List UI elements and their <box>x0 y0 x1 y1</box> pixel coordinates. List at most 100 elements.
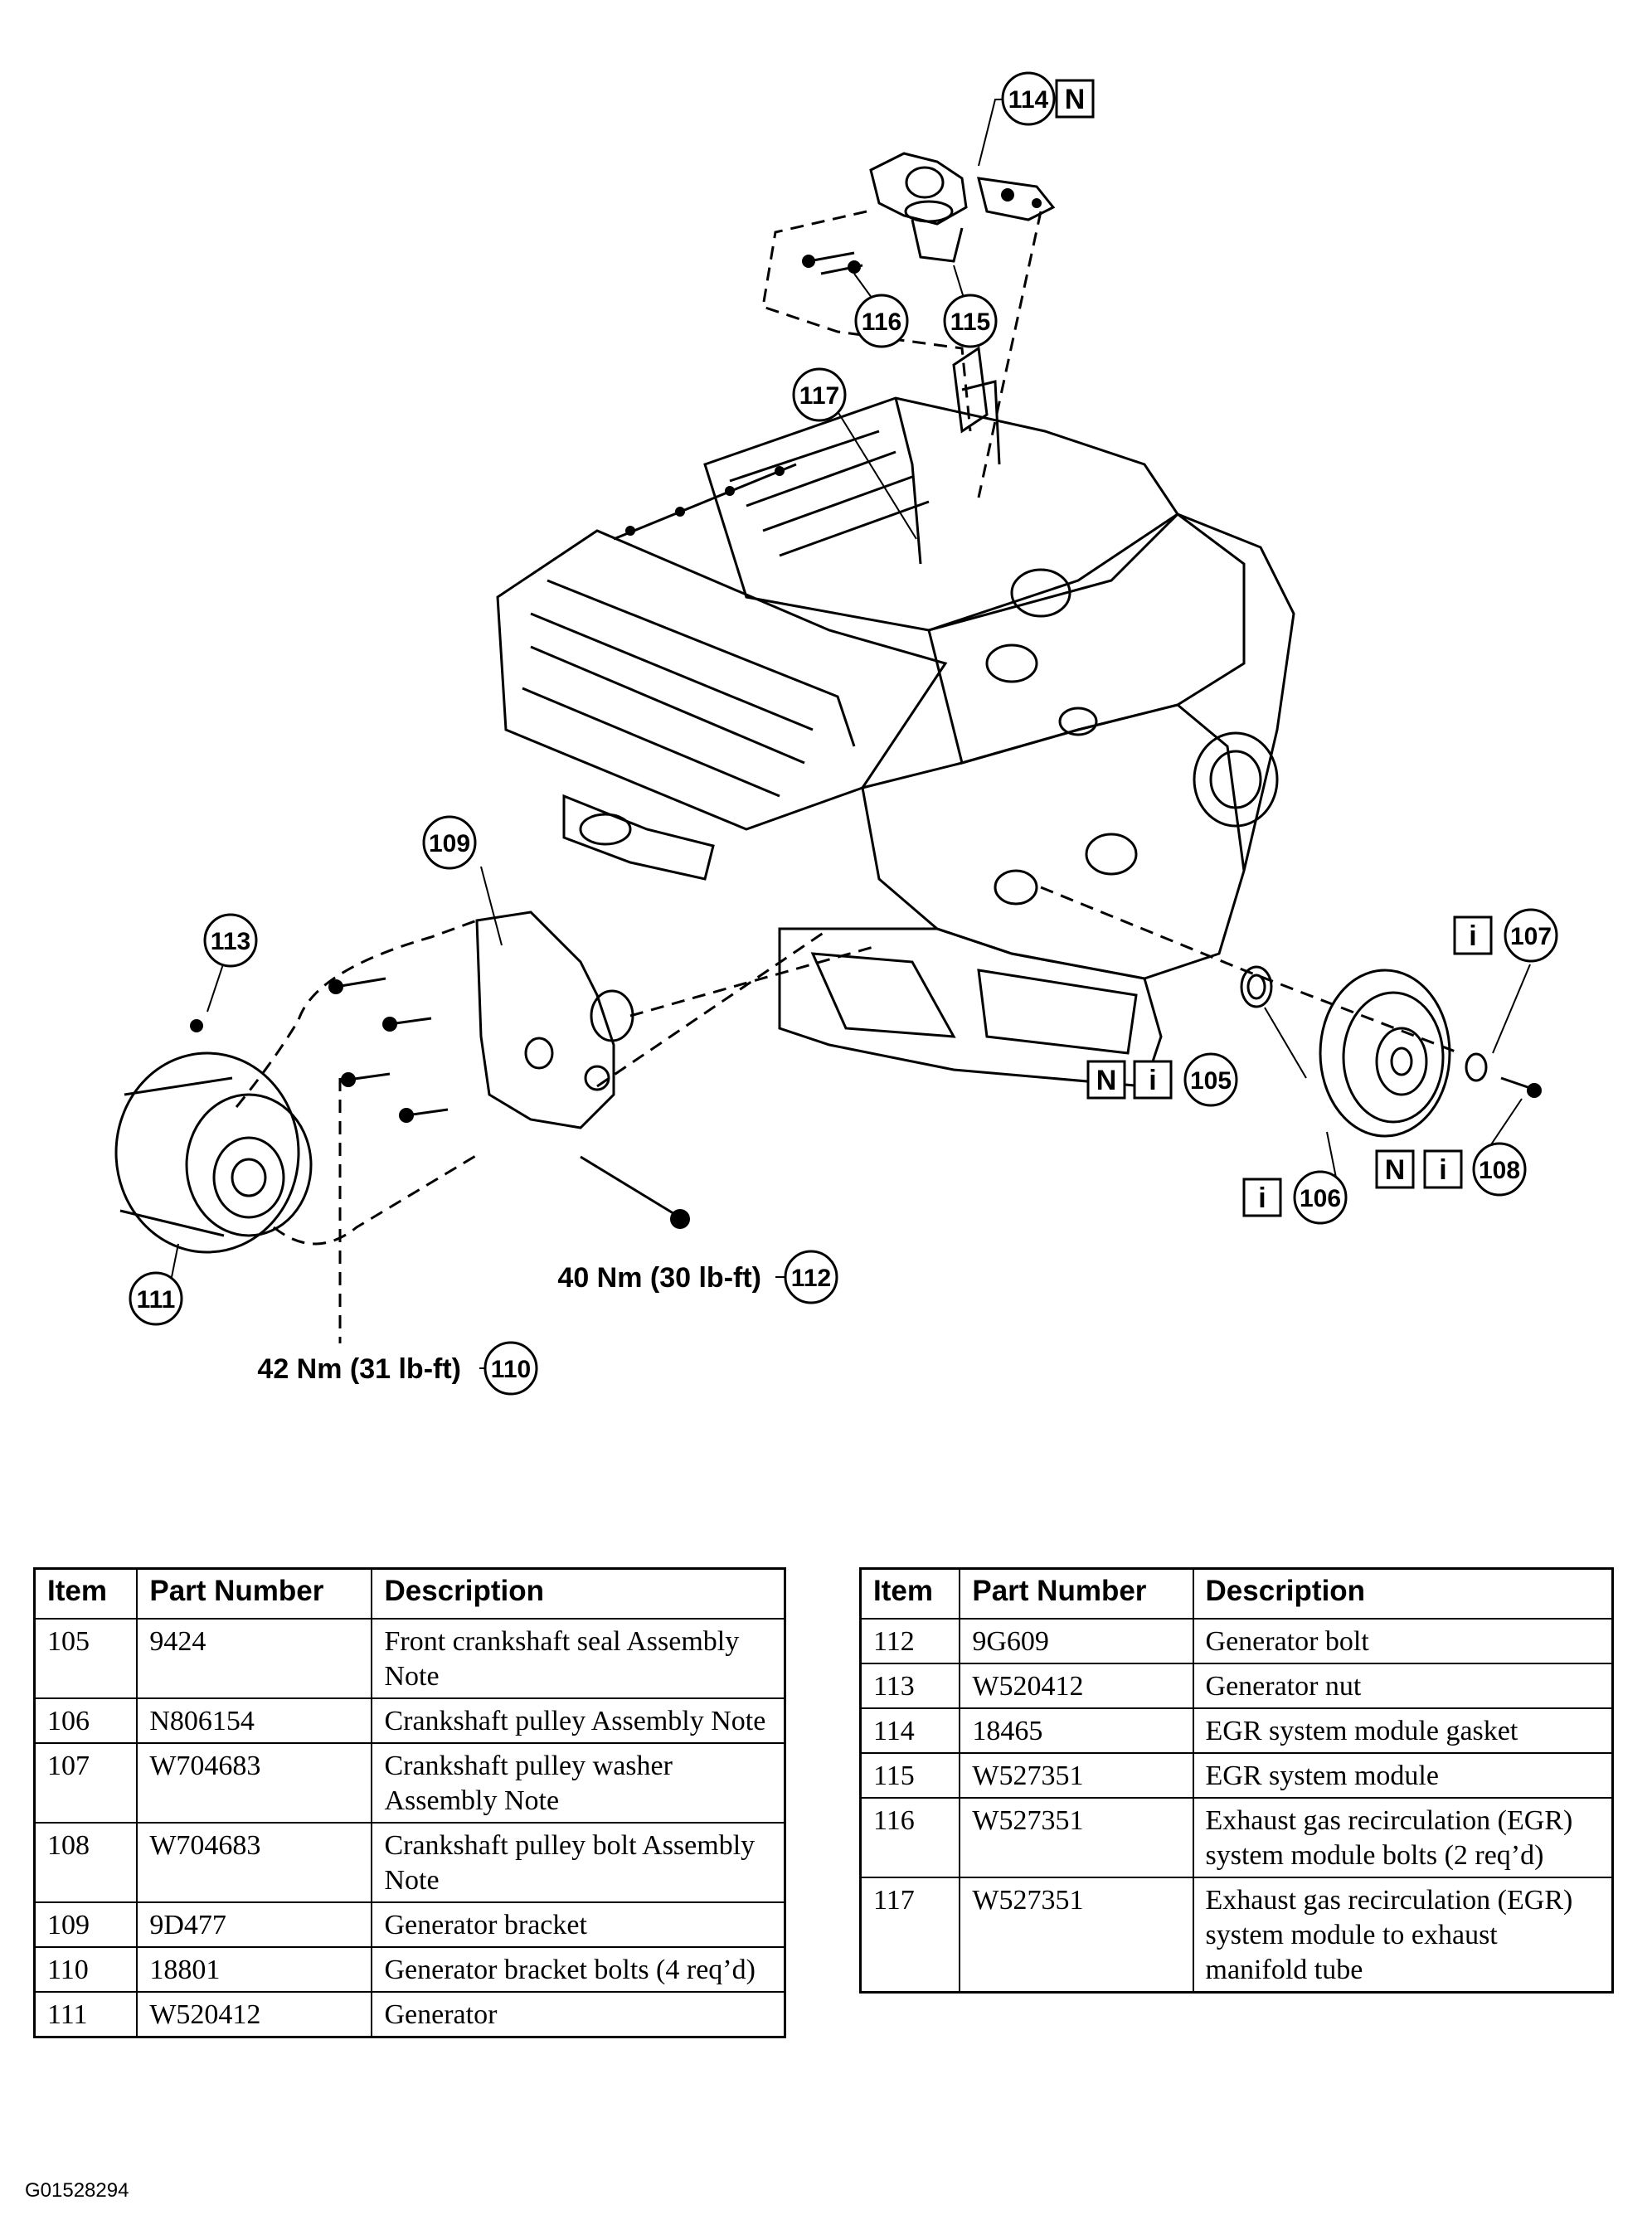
callout-117: 117 <box>792 367 847 422</box>
cell-description: Crankshaft pulley washer Assembly Note <box>371 1742 786 1824</box>
cell-part-number: 9G609 <box>959 1618 1194 1664</box>
header-part-number: Part Number <box>136 1567 373 1620</box>
table-row: 111 W520412 Generator <box>33 1991 786 2038</box>
parts-table-left: Item Part Number Description 105 9424 Fr… <box>33 1567 786 2038</box>
callout-112-label: 112 <box>791 1265 831 1292</box>
cell-part-number: W704683 <box>136 1742 373 1824</box>
table-row: 112 9G609 Generator bolt <box>859 1618 1614 1664</box>
cell-item: 108 <box>33 1822 138 1903</box>
table-row: 107 W704683 Crankshaft pulley washer Ass… <box>33 1742 786 1824</box>
cell-item: 117 <box>859 1877 961 1994</box>
badge-info-label: i <box>1469 920 1476 952</box>
callout-108: 108 <box>1472 1142 1527 1197</box>
table-header-row: Item Part Number Description <box>859 1567 1614 1620</box>
header-description: Description <box>371 1567 786 1620</box>
callout-116-label: 116 <box>862 308 901 336</box>
cell-description: Generator bracket <box>371 1901 786 1948</box>
table-row: 116 W527351 Exhaust gas recirculation (E… <box>859 1797 1614 1878</box>
table-header-row: Item Part Number Description <box>33 1567 786 1620</box>
badge-info-label: i <box>1439 1154 1446 1186</box>
badge-new-label: N <box>1385 1154 1406 1186</box>
table-row: 105 9424 Front crankshaft seal Assembly … <box>33 1618 786 1699</box>
cell-item: 110 <box>33 1946 138 1993</box>
callout-106: 106 <box>1293 1170 1348 1225</box>
badge-107-info: i <box>1453 915 1493 955</box>
cell-description: Exhaust gas recirculation (EGR) system m… <box>1192 1877 1614 1994</box>
callout-105-label: 105 <box>1190 1067 1232 1095</box>
cell-part-number: W527351 <box>959 1752 1194 1799</box>
badge-info-label: i <box>1258 1183 1266 1214</box>
cell-description: Generator nut <box>1192 1663 1614 1709</box>
cell-item: 112 <box>859 1618 961 1664</box>
cell-part-number: W704683 <box>136 1822 373 1903</box>
callout-107-label: 107 <box>1510 923 1552 950</box>
badge-108-new: N <box>1375 1149 1415 1189</box>
table-row: 106 N806154 Crankshaft pulley Assembly N… <box>33 1697 786 1744</box>
callout-114: 114 <box>1001 71 1056 126</box>
cell-item: 114 <box>859 1707 961 1754</box>
cell-description: EGR system module <box>1192 1752 1614 1799</box>
badge-106-info: i <box>1242 1178 1282 1217</box>
header-item: Item <box>859 1567 961 1620</box>
cell-part-number: W527351 <box>959 1877 1194 1994</box>
callout-109: 109 <box>422 815 477 870</box>
callout-112: 112 <box>784 1250 838 1304</box>
callout-115-label: 115 <box>950 308 990 336</box>
exploded-parts-diagram: 114 N 116 115 117 109 113 i 107 N i 105 … <box>114 71 1558 1396</box>
cell-part-number: W527351 <box>959 1797 1194 1878</box>
cell-description: Front crankshaft seal Assembly Note <box>371 1618 786 1699</box>
callout-111-label: 111 <box>137 1286 176 1314</box>
table-row: 114 18465 EGR system module gasket <box>859 1707 1614 1754</box>
callout-110: 110 <box>483 1341 538 1396</box>
header-description: Description <box>1192 1567 1614 1620</box>
table-row: 115 W527351 EGR system module <box>859 1752 1614 1799</box>
cell-part-number: N806154 <box>136 1697 373 1744</box>
callout-110-label: 110 <box>491 1356 531 1383</box>
cell-description: Crankshaft pulley bolt Assembly Note <box>371 1822 786 1903</box>
cell-description: Generator bracket bolts (4 req’d) <box>371 1946 786 1993</box>
cell-part-number: 9D477 <box>136 1901 373 1948</box>
badge-new-label: N <box>1096 1065 1117 1096</box>
callout-113-label: 113 <box>211 928 250 955</box>
cell-description: Exhaust gas recirculation (EGR) system m… <box>1192 1797 1614 1878</box>
cell-part-number: 9424 <box>136 1618 373 1699</box>
callout-113: 113 <box>203 913 258 968</box>
torque-112-label: 40 Nm (30 lb-ft) <box>557 1262 761 1294</box>
callout-107: 107 <box>1504 908 1558 963</box>
cell-part-number: W520412 <box>136 1991 373 2038</box>
header-part-number: Part Number <box>959 1567 1194 1620</box>
cell-description: Crankshaft pulley Assembly Note <box>371 1697 786 1744</box>
callout-108-label: 108 <box>1479 1157 1520 1184</box>
crankshaft-pulley-drawing <box>1040 886 1542 1138</box>
cell-item: 109 <box>33 1901 138 1948</box>
table-row: 110 18801 Generator bracket bolts (4 req… <box>33 1946 786 1993</box>
callout-117-label: 117 <box>799 382 839 410</box>
cell-part-number: 18801 <box>136 1946 373 1993</box>
badge-108-info: i <box>1423 1149 1463 1189</box>
parts-table-right: Item Part Number Description 112 9G609 G… <box>859 1567 1614 1994</box>
figure-id: G01528294 <box>25 2179 129 2202</box>
egr-module-drawing <box>761 152 1056 498</box>
cell-item: 105 <box>33 1618 138 1699</box>
table-row: 109 9D477 Generator bracket <box>33 1901 786 1948</box>
callout-116: 116 <box>854 294 909 348</box>
header-item: Item <box>33 1567 138 1620</box>
cell-item: 106 <box>33 1697 138 1744</box>
cell-description: EGR system module gasket <box>1192 1707 1614 1754</box>
callout-115: 115 <box>943 294 998 348</box>
callout-111: 111 <box>129 1271 183 1326</box>
table-row: 108 W704683 Crankshaft pulley bolt Assem… <box>33 1822 786 1903</box>
cell-item: 107 <box>33 1742 138 1824</box>
badge-105-info: i <box>1133 1060 1173 1100</box>
callout-105: 105 <box>1183 1052 1238 1107</box>
badge-new-label: N <box>1065 84 1086 115</box>
engine-assembly <box>496 346 1295 1088</box>
cell-item: 116 <box>859 1797 961 1878</box>
cell-item: 115 <box>859 1752 961 1799</box>
badge-114-new: N <box>1055 79 1095 119</box>
cell-description: Generator bolt <box>1192 1618 1614 1664</box>
cell-item: 111 <box>33 1991 138 2038</box>
cell-description: Generator <box>371 1991 786 2038</box>
cell-part-number: 18465 <box>959 1707 1194 1754</box>
callout-109-label: 109 <box>429 830 470 857</box>
